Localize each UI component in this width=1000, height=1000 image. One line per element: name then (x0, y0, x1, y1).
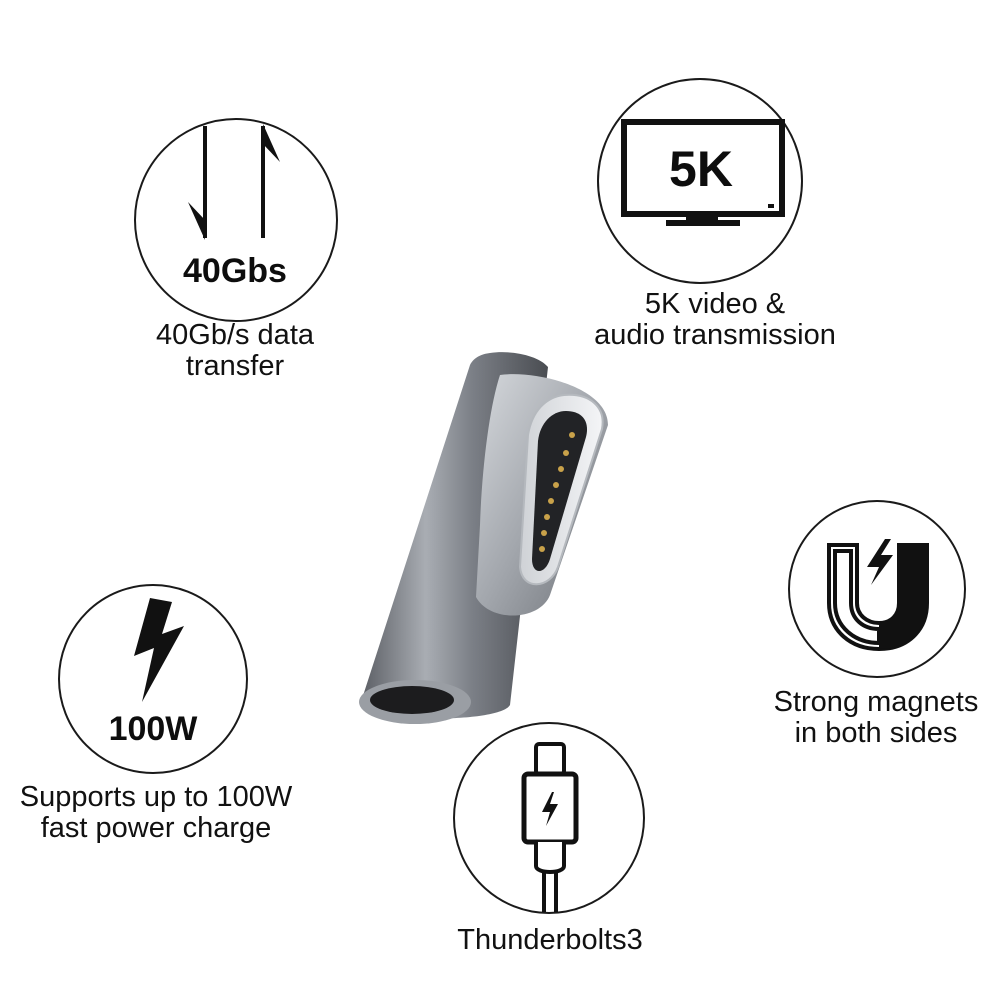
transfer-arrows-icon (188, 124, 280, 240)
thunderbolt-caption: Thunderbolts3 (457, 924, 643, 956)
video-badge: 5K (669, 141, 733, 197)
magnet-icon (827, 539, 929, 652)
usb-c-cable-icon (521, 742, 579, 912)
power-badge: 100W (108, 710, 198, 748)
data-transfer-caption-line2: transfer (185, 350, 285, 382)
magnets-caption-line1: Strong magnets (773, 686, 979, 718)
power-caption-line2: fast power charge (40, 812, 272, 844)
video-circle (597, 78, 803, 284)
lightning-bolt-icon (134, 598, 184, 702)
power-caption: Supports up to 100W fast power charge (4, 782, 308, 844)
video-caption-line2: audio transmission (594, 319, 836, 351)
power-caption-line1: Supports up to 100W (19, 781, 293, 813)
magnets-caption-line2: in both sides (794, 717, 958, 749)
video-caption: 5K video & audio transmission (570, 289, 860, 351)
magnetic-usb-c-adapter-image (359, 352, 608, 724)
data-transfer-caption-line1: 40Gb/s data (156, 319, 314, 351)
video-caption-line1: 5K video & (644, 288, 786, 320)
data-transfer-badge: 40Gbs (183, 252, 287, 290)
monitor-icon (621, 119, 785, 226)
magnets-caption: Strong magnets in both sides (760, 687, 992, 749)
data-transfer-circle (134, 118, 338, 322)
data-transfer-caption: 40Gb/s data transfer (130, 320, 340, 382)
